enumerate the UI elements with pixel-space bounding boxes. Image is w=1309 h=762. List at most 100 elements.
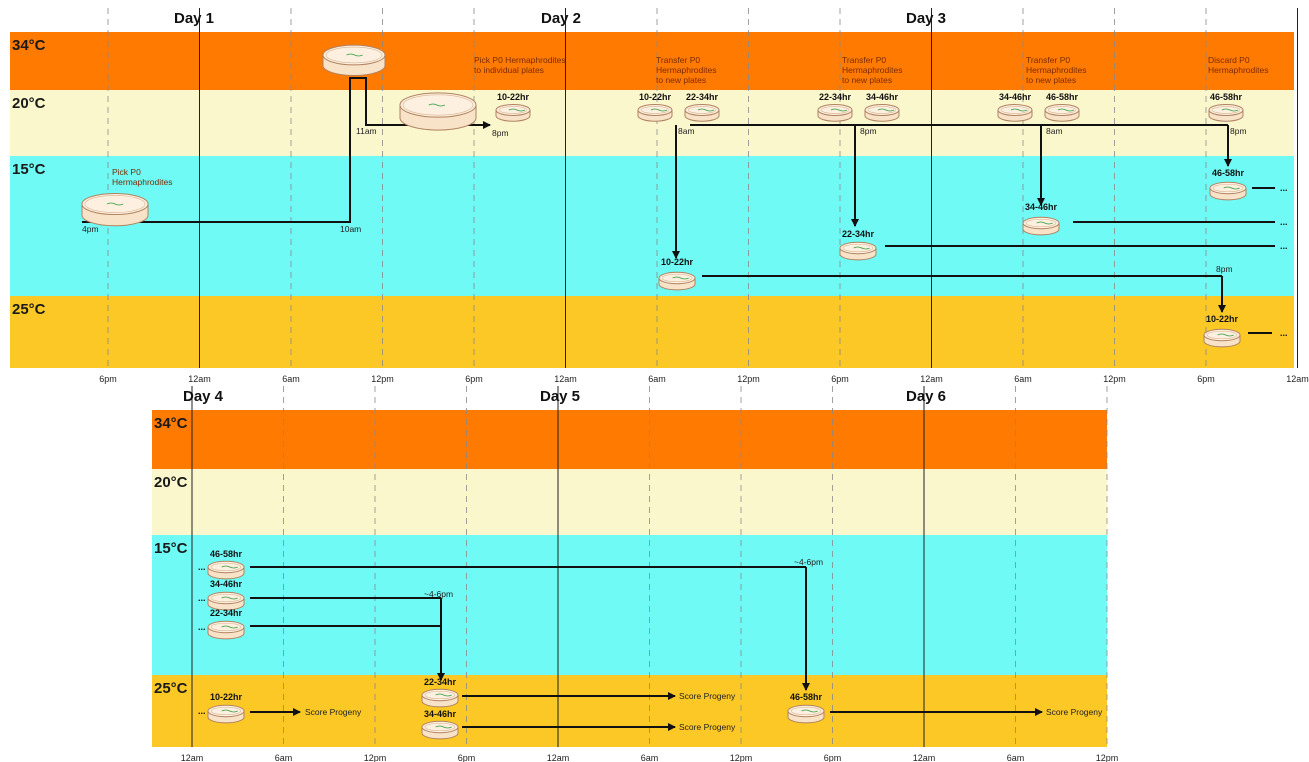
p0-path-1: [82, 77, 490, 223]
dish-label: 46-58hr: [790, 692, 823, 702]
time-label: 10am: [340, 224, 361, 234]
tick-label: 12am: [554, 374, 577, 384]
dish-label: 10-22hr: [661, 257, 694, 267]
band-t25: [10, 296, 1294, 368]
day-label: Day 2: [541, 10, 581, 27]
time-label: 8pm: [1216, 264, 1233, 274]
dish-label: 22-34hr: [210, 608, 243, 618]
dish-34-46: [864, 104, 900, 122]
dish-10-22: [495, 104, 531, 122]
time-label: 8pm: [492, 128, 509, 138]
dish-label: 10-22hr: [1206, 314, 1239, 324]
tick-label: 12am: [188, 374, 211, 384]
tick-label: 12am: [913, 753, 936, 762]
tick-label: 12pm: [1103, 374, 1126, 384]
dish-b-46-58: [207, 560, 245, 580]
score-label: Score Progeny: [1046, 707, 1103, 717]
time-label: 8am: [1046, 126, 1063, 136]
dish-46-58: [1044, 104, 1080, 122]
dish-10-22-transfer: [637, 104, 673, 122]
tick-label: 6am: [275, 753, 293, 762]
band-t34: [152, 410, 1107, 469]
dish-label: 10-22hr: [210, 692, 243, 702]
dish-15c-34-46: [1022, 216, 1060, 236]
temperature-label: 34°C: [12, 37, 46, 54]
tick-label: 12am: [547, 753, 570, 762]
dish-25c-10-22: [1203, 328, 1241, 348]
dish-label: 46-58hr: [210, 549, 243, 559]
dish-large-heat: [322, 44, 386, 76]
temperature-label: 15°C: [154, 540, 188, 557]
band-t20: [10, 90, 1294, 156]
dish-b-22-34-25c: [421, 688, 459, 708]
dish-label: 22-34hr: [842, 229, 875, 239]
dish-label: 22-34hr: [686, 92, 719, 102]
ellipsis: ...: [198, 593, 206, 603]
time-label: ~4-6pm: [794, 557, 823, 567]
tick-label: 6pm: [465, 374, 483, 384]
temperature-label: 25°C: [154, 680, 188, 697]
ellipsis: ...: [1280, 241, 1288, 251]
dish-46-58-discard: [1208, 104, 1244, 122]
ellipsis: ...: [1280, 217, 1288, 227]
tick-label: 12pm: [364, 753, 387, 762]
dish-b-34-46: [207, 591, 245, 611]
score-label: Score Progeny: [679, 691, 736, 701]
dish-label: 34-46hr: [210, 579, 243, 589]
tick-label: 6am: [1007, 753, 1025, 762]
tick-label: 6pm: [831, 374, 849, 384]
dish-22-34: [684, 104, 720, 122]
band-t20: [152, 469, 1107, 535]
dish-label: 10-22hr: [639, 92, 672, 102]
temperature-label: 15°C: [12, 161, 46, 178]
dish-label: 34-46hr: [866, 92, 899, 102]
day-label: Day 4: [183, 388, 224, 405]
dish-b-34-46-25c: [421, 720, 459, 740]
score-label: Score Progeny: [679, 722, 736, 732]
band-t15: [152, 535, 1107, 675]
dish-34-46-transfer: [997, 104, 1033, 122]
time-label: ~4-6pm: [424, 589, 453, 599]
band-t34: [10, 32, 1294, 90]
ellipsis: ...: [198, 562, 206, 572]
temperature-label: 20°C: [12, 95, 46, 112]
tick-label: 6pm: [1197, 374, 1215, 384]
time-label: 8pm: [860, 126, 877, 136]
temperature-label: 25°C: [12, 301, 46, 318]
dish-label: 10-22hr: [497, 92, 530, 102]
dish-label: 34-46hr: [999, 92, 1032, 102]
time-label: 4pm: [82, 224, 99, 234]
dish-label: 46-58hr: [1210, 92, 1243, 102]
tick-label: 12pm: [1096, 753, 1119, 762]
dish-b-46-58-25c: [787, 704, 825, 724]
tick-label: 12pm: [371, 374, 394, 384]
tick-label: 12pm: [737, 374, 760, 384]
dish-label: 22-34hr: [424, 677, 457, 687]
dish-15c-22-34: [839, 241, 877, 261]
dish-large-20c: [399, 92, 477, 131]
ellipsis: ...: [1280, 183, 1288, 193]
tick-label: 6am: [1014, 374, 1032, 384]
day-label: Day 1: [174, 10, 214, 27]
time-label: 11am: [356, 126, 377, 136]
tick-label: 12am: [1286, 374, 1309, 384]
tick-label: 6am: [648, 374, 666, 384]
time-label: 8pm: [1230, 126, 1247, 136]
dish-label: 34-46hr: [424, 709, 457, 719]
tick-label: 6am: [282, 374, 300, 384]
tick-label: 12pm: [730, 753, 753, 762]
tick-label: 6pm: [458, 753, 476, 762]
temperature-label: 34°C: [154, 415, 188, 432]
tick-label: 6am: [641, 753, 659, 762]
dish-15c-46-58: [1209, 181, 1247, 201]
day-label: Day 5: [540, 388, 580, 405]
dish-label: 22-34hr: [819, 92, 852, 102]
dish-15c-10-22: [658, 271, 696, 291]
day-label: Day 3: [906, 10, 946, 27]
band-t15: [10, 156, 1294, 296]
